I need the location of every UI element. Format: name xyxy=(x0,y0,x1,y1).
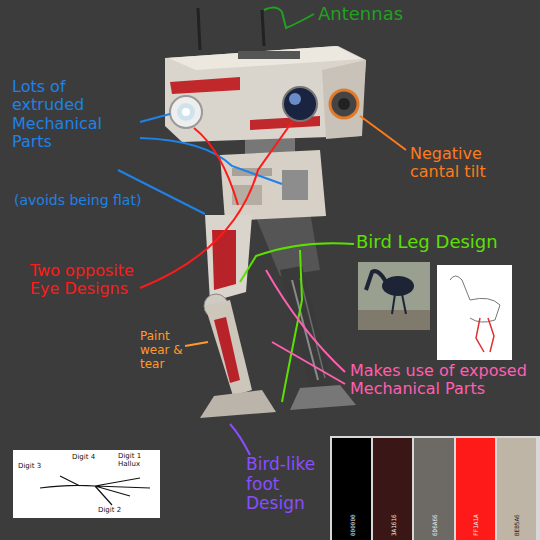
flat-note: (avoids being flat) xyxy=(14,192,184,208)
foot-note: Bird-like foot Design xyxy=(246,455,330,514)
hex-code: 6D6A66 xyxy=(431,514,438,536)
digit-label: Digit 3 xyxy=(18,462,58,470)
antennas-note: Antennas xyxy=(318,4,468,25)
extruded-parts-note: Lots of extruded Mechanical Parts xyxy=(12,78,140,152)
digit-label: Digit 2 xyxy=(98,506,138,514)
hex-code: BEB5A6 xyxy=(513,514,520,536)
hex-code: FF1A1A xyxy=(472,514,479,536)
eye-note: Two opposite Eye Designs xyxy=(30,262,142,299)
bird-leg-note: Bird Leg Design xyxy=(356,232,536,253)
tilt-note: Negative cantal tilt xyxy=(410,145,528,182)
paint-note: Paint wear & tear xyxy=(140,330,188,371)
hex-code: 3A1616 xyxy=(390,514,397,536)
digit-label: Digit 4 xyxy=(72,453,112,461)
hex-code: 000000 xyxy=(349,514,356,536)
digit-label: Digit 1 Hallux xyxy=(118,452,156,468)
exposed-parts-note: Makes use of exposed Mechanical Parts xyxy=(350,362,535,399)
